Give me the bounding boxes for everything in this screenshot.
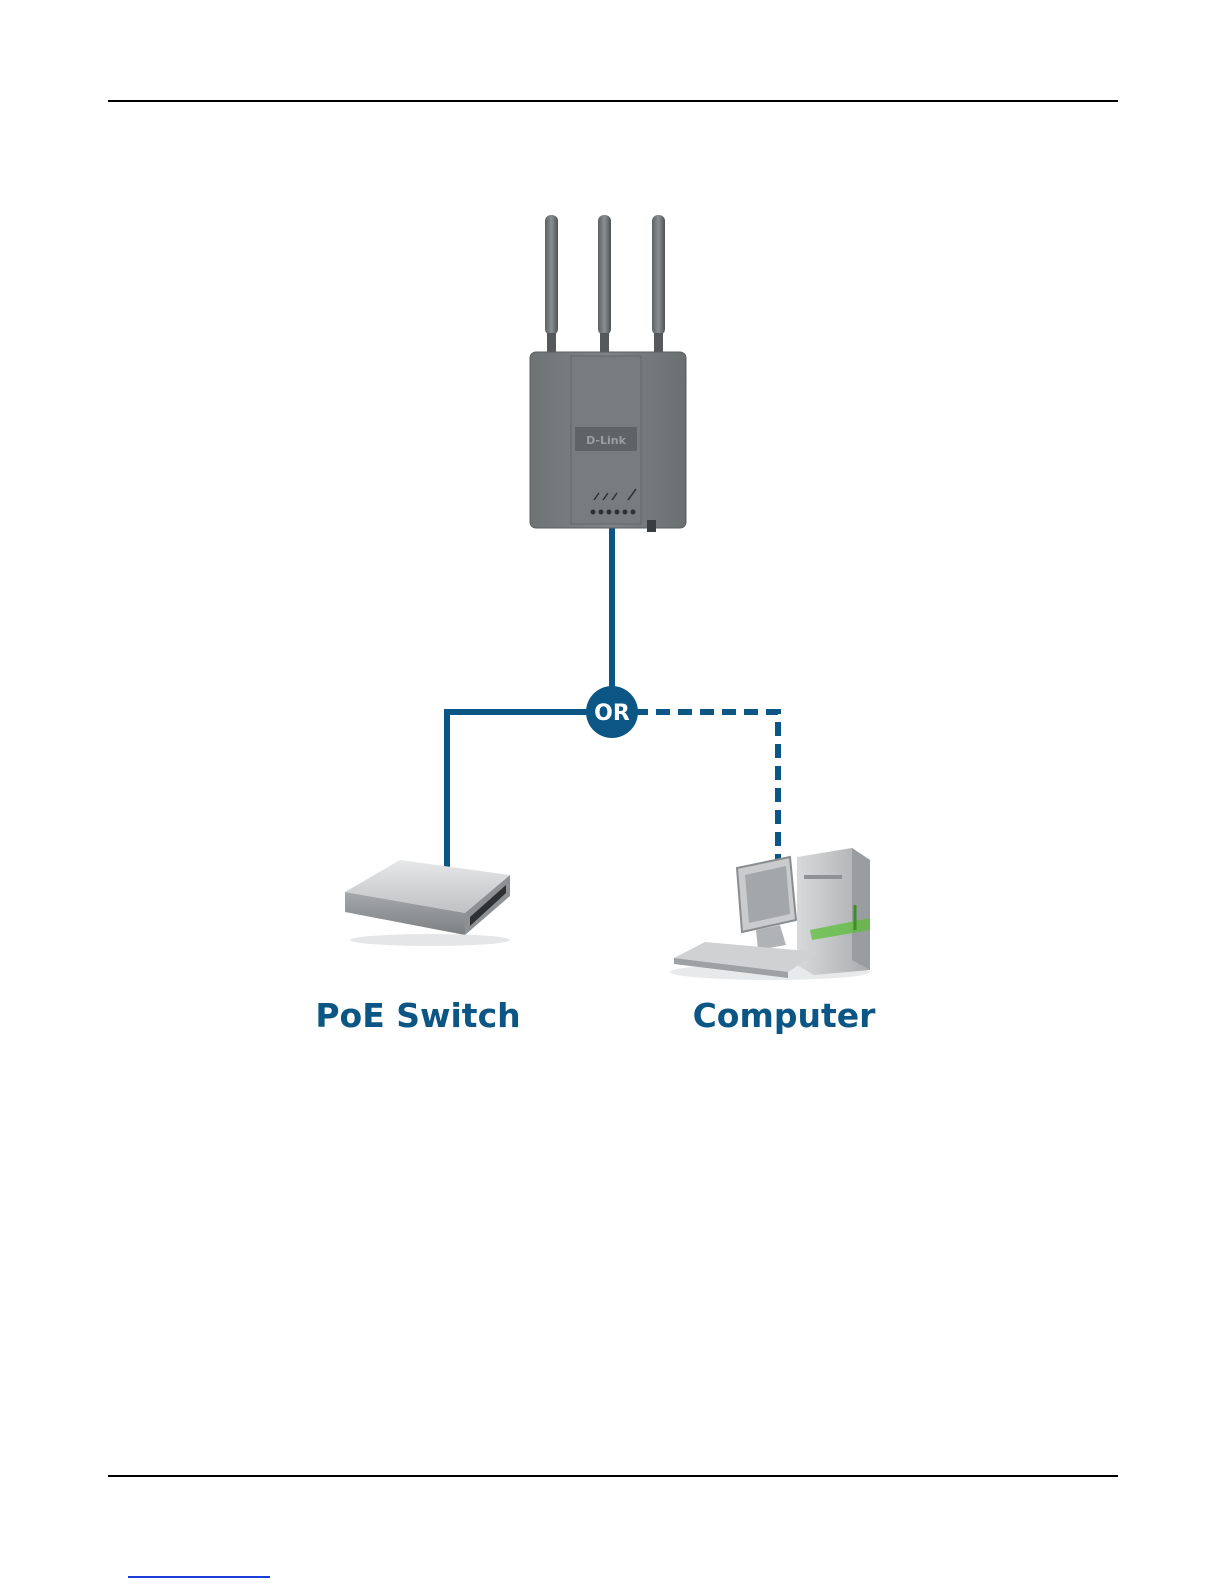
- ap-logo: D-Link: [586, 434, 627, 447]
- access-point-icon: D-Link: [530, 215, 686, 532]
- antenna-icon: [652, 215, 665, 355]
- or-badge: OR: [586, 686, 638, 738]
- computer-icon: [670, 848, 870, 980]
- poe-switch-icon: [345, 860, 510, 946]
- poe-switch-cable: [447, 712, 612, 872]
- antenna-icon: [598, 215, 611, 355]
- poe-switch-label: PoE Switch: [315, 996, 520, 1035]
- computer-label: Computer: [693, 996, 877, 1035]
- monitor-icon: [737, 857, 796, 950]
- antenna-icon: [545, 215, 558, 355]
- or-label: OR: [594, 701, 630, 726]
- ap-port: [647, 520, 656, 532]
- computer-cable-dashed: [612, 712, 778, 862]
